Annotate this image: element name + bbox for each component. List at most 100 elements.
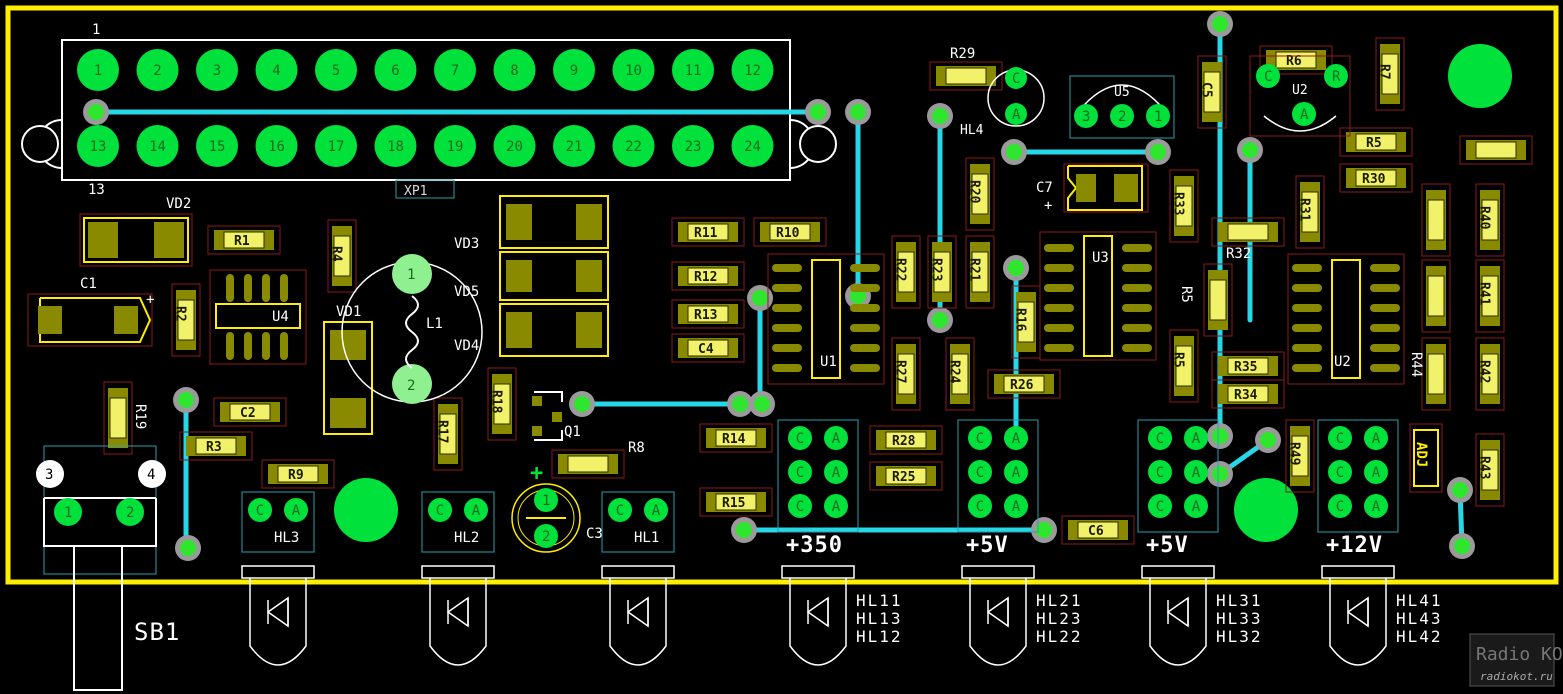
diode-vd3: VD3 <box>454 195 609 252</box>
resistor-r23: R23 <box>927 235 957 309</box>
led-name: HL23 <box>1036 609 1083 628</box>
svg-text:R43: R43 <box>1477 456 1492 479</box>
svg-text:C: C <box>796 499 804 515</box>
connector-pin: 19 <box>434 125 476 167</box>
svg-text:HL1: HL1 <box>634 530 659 546</box>
switch-name: SB1 <box>134 618 180 646</box>
resistor-r45: R49 <box>1285 419 1315 493</box>
svg-text:C6: C6 <box>1088 524 1104 539</box>
connector-pin: 12 <box>731 49 774 91</box>
svg-text:2: 2 <box>126 505 134 521</box>
svg-text:R24: R24 <box>947 360 962 384</box>
svg-text:C7: C7 <box>1036 180 1053 196</box>
rail-label: +350 <box>786 533 843 558</box>
svg-text:3: 3 <box>213 63 221 79</box>
rail-label: +5V <box>1146 533 1189 558</box>
svg-text:R3: R3 <box>206 440 222 455</box>
svg-text:Q1: Q1 <box>564 424 581 440</box>
svg-text:A: A <box>1012 499 1021 515</box>
svg-text:9: 9 <box>570 63 578 79</box>
svg-text:1: 1 <box>407 267 415 283</box>
connector-pin: 6 <box>374 49 417 91</box>
connector-pin: 3 <box>196 49 238 91</box>
svg-text:R9: R9 <box>288 468 304 483</box>
capacitor-c5: C5 <box>1197 55 1227 129</box>
rail-label: +5V <box>966 533 1009 558</box>
connector-pin: 11 <box>672 49 714 91</box>
connector-pin1-label: 1 <box>92 22 100 38</box>
svg-text:C: C <box>1156 465 1164 481</box>
svg-text:R14: R14 <box>722 432 746 447</box>
svg-text:R41: R41 <box>1477 282 1492 306</box>
svg-text:U3: U3 <box>1092 250 1109 266</box>
svg-text:U4: U4 <box>272 309 289 325</box>
resistor-r11: R11 <box>671 217 745 247</box>
svg-text:11: 11 <box>685 63 702 79</box>
svg-text:R28: R28 <box>892 434 916 449</box>
ic-u1: U1 <box>767 253 885 385</box>
svg-text:A: A <box>292 503 301 519</box>
svg-text:C: C <box>796 465 804 481</box>
led-name: HL41 <box>1396 591 1443 610</box>
svg-text:C: C <box>1336 431 1344 447</box>
svg-text:A: A <box>1192 499 1201 515</box>
svg-text:C: C <box>1156 431 1164 447</box>
svg-text:C: C <box>796 431 804 447</box>
svg-text:R4: R4 <box>329 246 344 262</box>
svg-text:R21: R21 <box>967 258 982 282</box>
svg-text:C2: C2 <box>240 406 256 421</box>
resistor-r35: R35 <box>1211 351 1285 381</box>
resistor-r48 <box>1421 183 1451 257</box>
mounting-holes <box>334 44 1512 542</box>
svg-text:U2: U2 <box>1334 354 1351 370</box>
resistor-r43: R43 <box>1475 433 1505 507</box>
resistor-r6: R6 <box>1259 45 1333 75</box>
ic-u3: U3 <box>1039 231 1157 361</box>
svg-text:A: A <box>1012 107 1021 123</box>
switch-sb1: 3 4 1 2 SB1 <box>36 445 180 691</box>
resistor-r26: R26 <box>987 369 1061 399</box>
led-name: HL42 <box>1396 627 1443 646</box>
svg-text:18: 18 <box>387 139 404 155</box>
resistor-r1: R1 <box>207 225 281 255</box>
resistor-r3: R3 <box>179 431 253 461</box>
connector-pin: 14 <box>136 125 179 167</box>
connector-pin: 17 <box>315 125 357 167</box>
svg-text:R25: R25 <box>892 470 915 485</box>
svg-text:R12: R12 <box>694 270 717 285</box>
svg-text:R2: R2 <box>173 306 188 322</box>
svg-text:2: 2 <box>542 529 550 545</box>
svg-text:2: 2 <box>153 63 161 79</box>
svg-text:A: A <box>1012 431 1021 447</box>
svg-text:R29: R29 <box>950 46 975 62</box>
resistor-r41: R41 <box>1475 259 1505 333</box>
svg-text:C: C <box>1264 69 1272 85</box>
resistor-r19: R19 <box>103 381 148 455</box>
resistor-r8: R8 <box>551 440 645 479</box>
svg-text:R18: R18 <box>489 390 504 414</box>
inductor-l1: 1 2 L1 <box>341 254 483 404</box>
watermark: Radio KOT radiokot.ru <box>1469 633 1563 687</box>
resistor-r33: R33 <box>1169 169 1199 243</box>
connector-pin: 2 <box>136 49 179 91</box>
resistor-r29: R29 <box>929 46 1003 91</box>
resistor-r16: R16 <box>1011 285 1041 359</box>
resistor-r24: R24 <box>945 337 975 411</box>
svg-text:C1: C1 <box>80 276 97 292</box>
led-name: HL31 <box>1216 591 1263 610</box>
diode-vd2: VD2 <box>79 196 193 267</box>
svg-text:R22: R22 <box>893 258 908 281</box>
svg-text:1: 1 <box>542 493 550 509</box>
svg-text:+: + <box>1044 198 1052 214</box>
capacitor-c3: 1 2 C3 + <box>511 461 603 553</box>
svg-text:C: C <box>976 465 984 481</box>
connector-pin13-label: 13 <box>88 182 105 198</box>
svg-text:A: A <box>1372 431 1381 447</box>
connector-pin: 23 <box>672 125 714 167</box>
svg-text:R13: R13 <box>694 308 717 323</box>
capacitor-c1: C1 + <box>27 276 154 347</box>
svg-text:R17: R17 <box>435 420 450 443</box>
svg-text:8: 8 <box>510 63 518 79</box>
